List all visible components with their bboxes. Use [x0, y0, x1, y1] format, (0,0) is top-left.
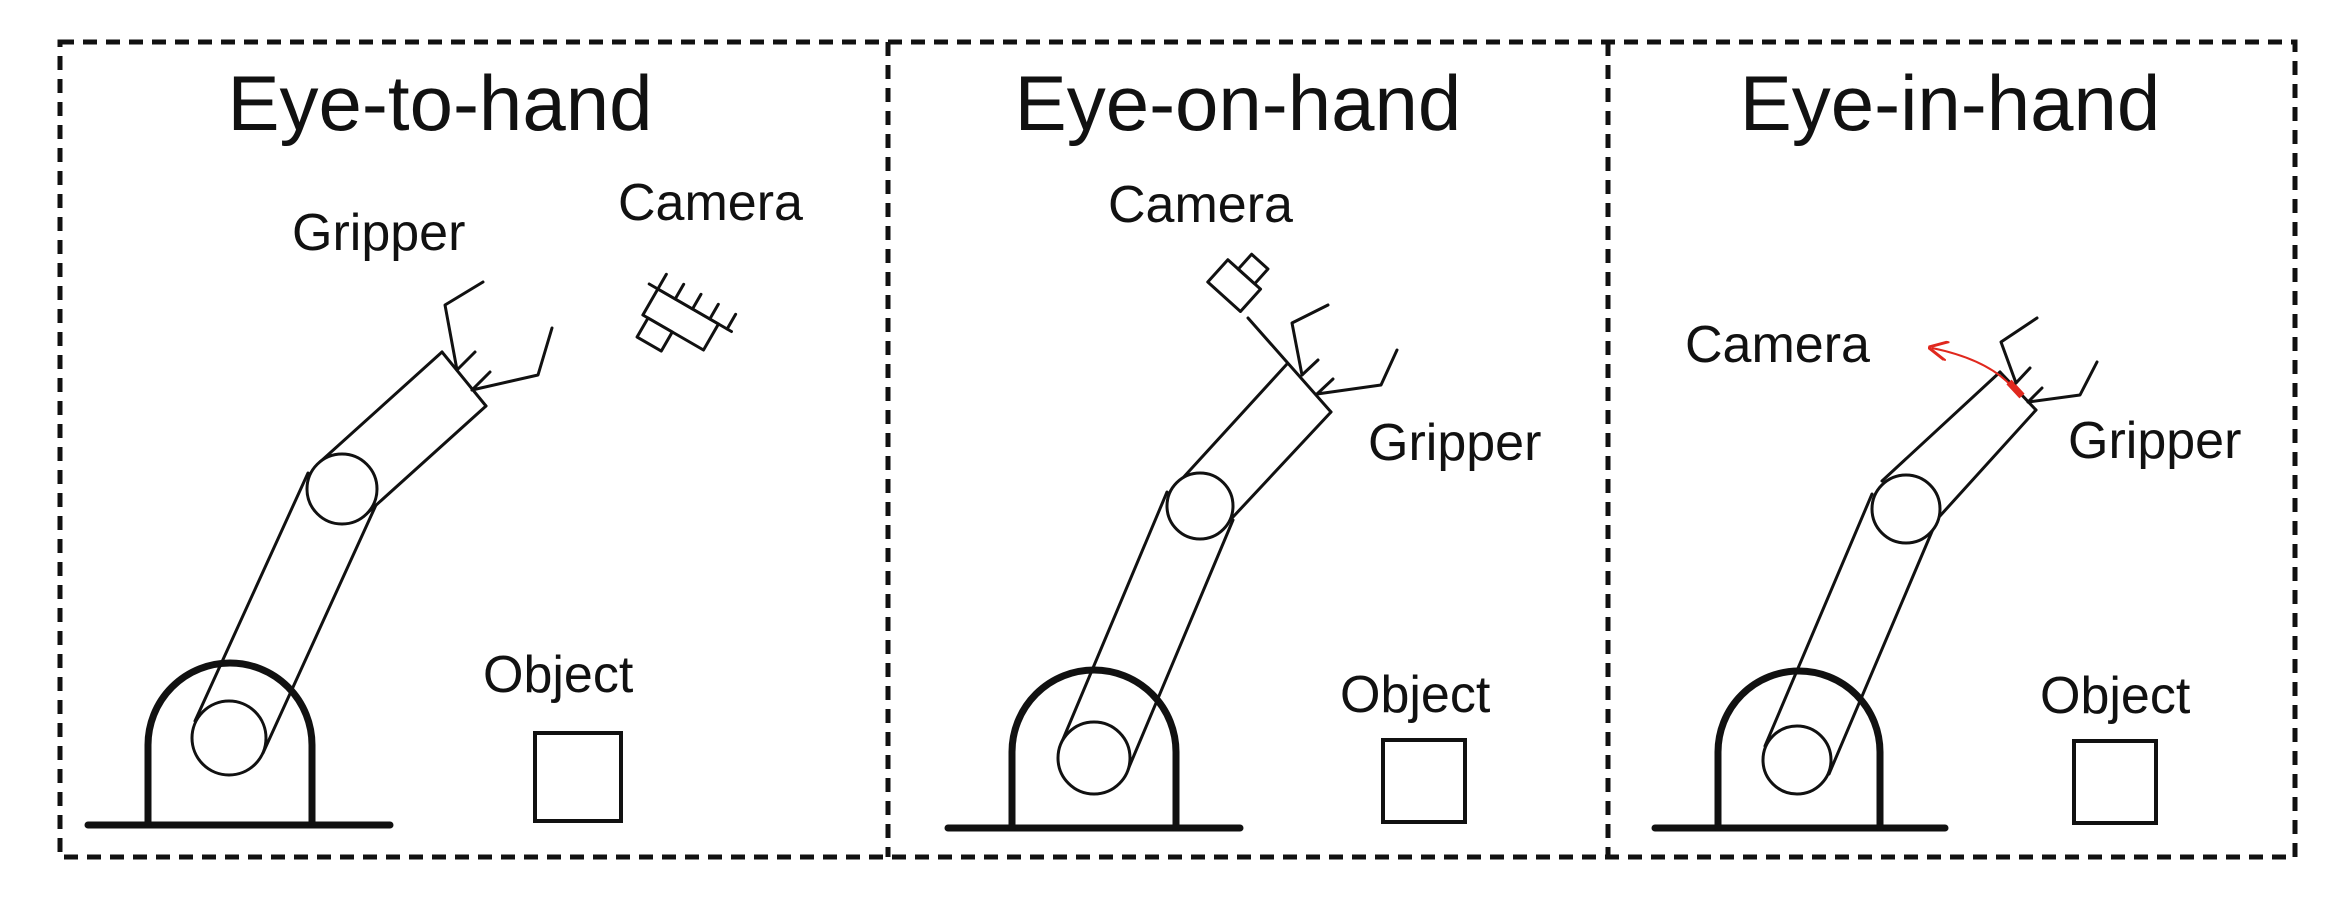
robot-arm	[1651, 316, 2099, 832]
gripper-finger	[1315, 348, 1399, 396]
gripper-finger	[470, 326, 554, 392]
base-joint	[1056, 720, 1132, 796]
gripper-finger	[470, 370, 492, 392]
gripper-finger	[455, 350, 477, 372]
robot-arm	[944, 303, 1399, 832]
object-label: Object	[2040, 667, 2191, 725]
camera-body	[1206, 258, 1263, 313]
camera-mount-tooth	[673, 282, 686, 301]
gripper	[1999, 316, 2099, 404]
camera-label: Camera	[618, 174, 803, 232]
lower-arm-link	[1125, 518, 1235, 774]
object-label: Object	[483, 646, 634, 704]
gripper-label: Gripper	[2068, 412, 2241, 470]
camera-label: Camera	[1685, 316, 1870, 374]
external-camera	[635, 272, 738, 353]
lower-arm-link	[261, 503, 378, 755]
gripper-finger	[1315, 377, 1335, 396]
camera-lens	[635, 316, 674, 353]
outer-dashed-frame	[57, 39, 2298, 860]
wrist-plate	[1246, 316, 1333, 414]
camera-body	[641, 287, 720, 352]
elbow-joint	[1870, 473, 1942, 545]
gripper	[443, 280, 554, 392]
object-label: Object	[1340, 666, 1491, 724]
panel-eye-on-hand: Eye-on-hand Camera Gripper Object	[944, 59, 1541, 832]
robot-base	[144, 659, 316, 829]
camera-mount-tooth	[656, 272, 668, 291]
panel-title: Eye-on-hand	[1015, 59, 1462, 147]
gripper-finger	[2026, 360, 2099, 404]
wrist-plate	[440, 350, 488, 408]
gripper-finger	[443, 280, 485, 372]
camera-label: Camera	[1108, 176, 1293, 234]
gripper-finger	[1999, 316, 2039, 385]
robot-base	[1008, 666, 1180, 832]
elbow-joint	[1165, 471, 1235, 541]
upper-arm-link	[1179, 362, 1289, 482]
gripper-finger	[1290, 303, 1330, 377]
upper-arm-link	[1217, 410, 1333, 534]
hand-mounted-camera	[1206, 252, 1270, 313]
upper-arm-link	[318, 350, 444, 464]
camera-mount-tooth	[725, 312, 738, 331]
camera-mount	[647, 282, 733, 334]
lower-arm-link	[1059, 490, 1169, 746]
base-joint	[1761, 724, 1833, 796]
upper-arm-link	[1880, 370, 2002, 483]
gripper-label: Gripper	[1368, 414, 1541, 472]
object-box	[533, 731, 623, 823]
panel-title: Eye-in-hand	[1740, 59, 2161, 147]
panel-title: Eye-to-hand	[228, 59, 653, 147]
object-box	[2072, 739, 2158, 825]
camera-pointer-arrow	[1932, 348, 2015, 390]
object-box	[1381, 738, 1467, 824]
gripper-finger	[2026, 386, 2044, 404]
gripper	[1290, 303, 1399, 396]
panel-eye-in-hand: Eye-in-hand Camera Gripper Object	[1651, 59, 2241, 832]
camera-lens	[1236, 252, 1270, 286]
robot-arm	[84, 280, 554, 829]
upper-arm-link	[362, 404, 488, 518]
elbow-joint	[305, 452, 379, 526]
lower-arm-link	[1827, 520, 1938, 776]
gripper-finger	[2014, 366, 2032, 385]
camera-mount-tooth	[691, 292, 703, 311]
base-joint	[190, 699, 268, 777]
gripper-label: Gripper	[292, 204, 465, 262]
robot-base	[1714, 667, 1884, 832]
lower-arm-link	[1763, 492, 1874, 748]
panel-eye-to-hand: Eye-to-hand Gripper Camera Object	[84, 59, 803, 829]
camera-mount-tooth	[708, 302, 720, 321]
gripper-finger	[1300, 358, 1320, 377]
lower-arm-link	[193, 471, 310, 723]
